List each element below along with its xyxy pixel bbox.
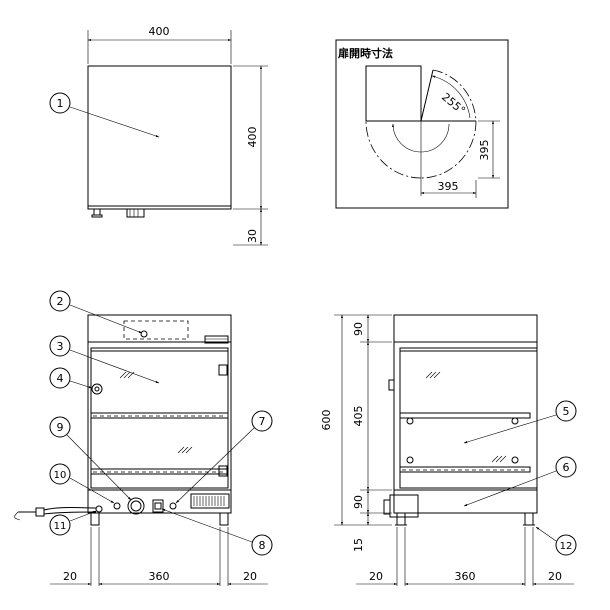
callout-6-label: 6 [563, 461, 570, 474]
door-v-dim: 395 [478, 140, 491, 161]
callout-8-label: 8 [259, 539, 266, 552]
side-dim-bottom: 90 [352, 495, 365, 509]
fuse [113, 502, 121, 510]
callout-6 [555, 456, 577, 478]
callout-5 [555, 400, 577, 422]
callout-12-label: 12 [560, 541, 573, 552]
cord-bushing [95, 505, 103, 513]
callout-9 [49, 416, 71, 438]
top-view: 400 400 30 1 [49, 25, 268, 246]
callout-5-label: 5 [563, 405, 570, 418]
power-switch [152, 499, 164, 513]
side-body [393, 314, 538, 514]
front-dim-center: 360 [149, 570, 170, 583]
glass-hatch [119, 371, 193, 454]
door-view-frame [335, 39, 509, 209]
top-leg-dim: 30 [246, 229, 259, 243]
top-width-dim: 400 [149, 25, 170, 38]
side-dim-center: 360 [455, 570, 476, 583]
front-view: 20 360 20 2 3 4 9 10 11 7 8 [14, 290, 273, 586]
foot [93, 208, 101, 216]
side-dim-top: 90 [352, 322, 365, 336]
connector [126, 208, 145, 218]
callout-10-label: 10 [54, 470, 67, 481]
callout-1 [49, 92, 71, 114]
callout-8 [251, 534, 273, 556]
callout-11 [49, 514, 71, 536]
side-handle [388, 379, 395, 391]
front-body [87, 314, 232, 514]
front-foot-right [219, 512, 229, 526]
callout-7-label: 7 [259, 415, 266, 428]
callout-2-label: 2 [57, 295, 64, 308]
door-angle-dim: 255° [439, 90, 468, 117]
front-dim-left: 20 [63, 570, 77, 583]
door-view-title: 扉開時寸法 [338, 46, 393, 60]
front-foot-left [90, 512, 100, 526]
callout-3 [49, 335, 71, 357]
side-overall-height: 600 [320, 410, 333, 431]
side-dim-left: 20 [369, 570, 383, 583]
door-open-view: 扉開時寸法 255° 395 395 [335, 39, 509, 209]
pilot-lamp [169, 502, 177, 510]
door-handle [91, 383, 103, 395]
door-h-dim: 395 [438, 180, 459, 193]
side-foot-right [524, 512, 534, 526]
side-shelf-lower [399, 466, 531, 473]
side-shelf-upper [399, 412, 531, 419]
side-view: 600 90 405 90 15 20 360 20 5 6 12 [320, 314, 577, 586]
callout-7 [251, 410, 273, 432]
callout-12 [555, 534, 577, 556]
side-foot-left [396, 512, 406, 526]
callout-4 [49, 367, 71, 389]
side-dim-right: 20 [548, 570, 562, 583]
thermostat-knob [127, 497, 145, 515]
top-unit-dashed [123, 320, 189, 340]
side-dim-leg: 15 [352, 538, 365, 552]
callout-9-label: 9 [57, 421, 64, 434]
callout-4-label: 4 [57, 372, 64, 385]
callout-10 [49, 463, 71, 485]
power-plug [18, 507, 45, 517]
front-shelf-lower [90, 468, 229, 475]
side-glass-hatch [425, 371, 507, 463]
top-view-outline [87, 65, 232, 210]
side-dim-middle: 405 [352, 406, 365, 427]
callout-11-label: 11 [54, 521, 67, 532]
top-vent [204, 335, 229, 344]
vent-grill [190, 493, 230, 509]
front-shelf-upper [90, 412, 229, 419]
callout-3-label: 3 [57, 340, 64, 353]
callout-1-label: 1 [57, 97, 64, 110]
top-depth-dim: 400 [246, 127, 259, 148]
front-dim-right: 20 [243, 570, 257, 583]
callout-2 [49, 290, 71, 312]
